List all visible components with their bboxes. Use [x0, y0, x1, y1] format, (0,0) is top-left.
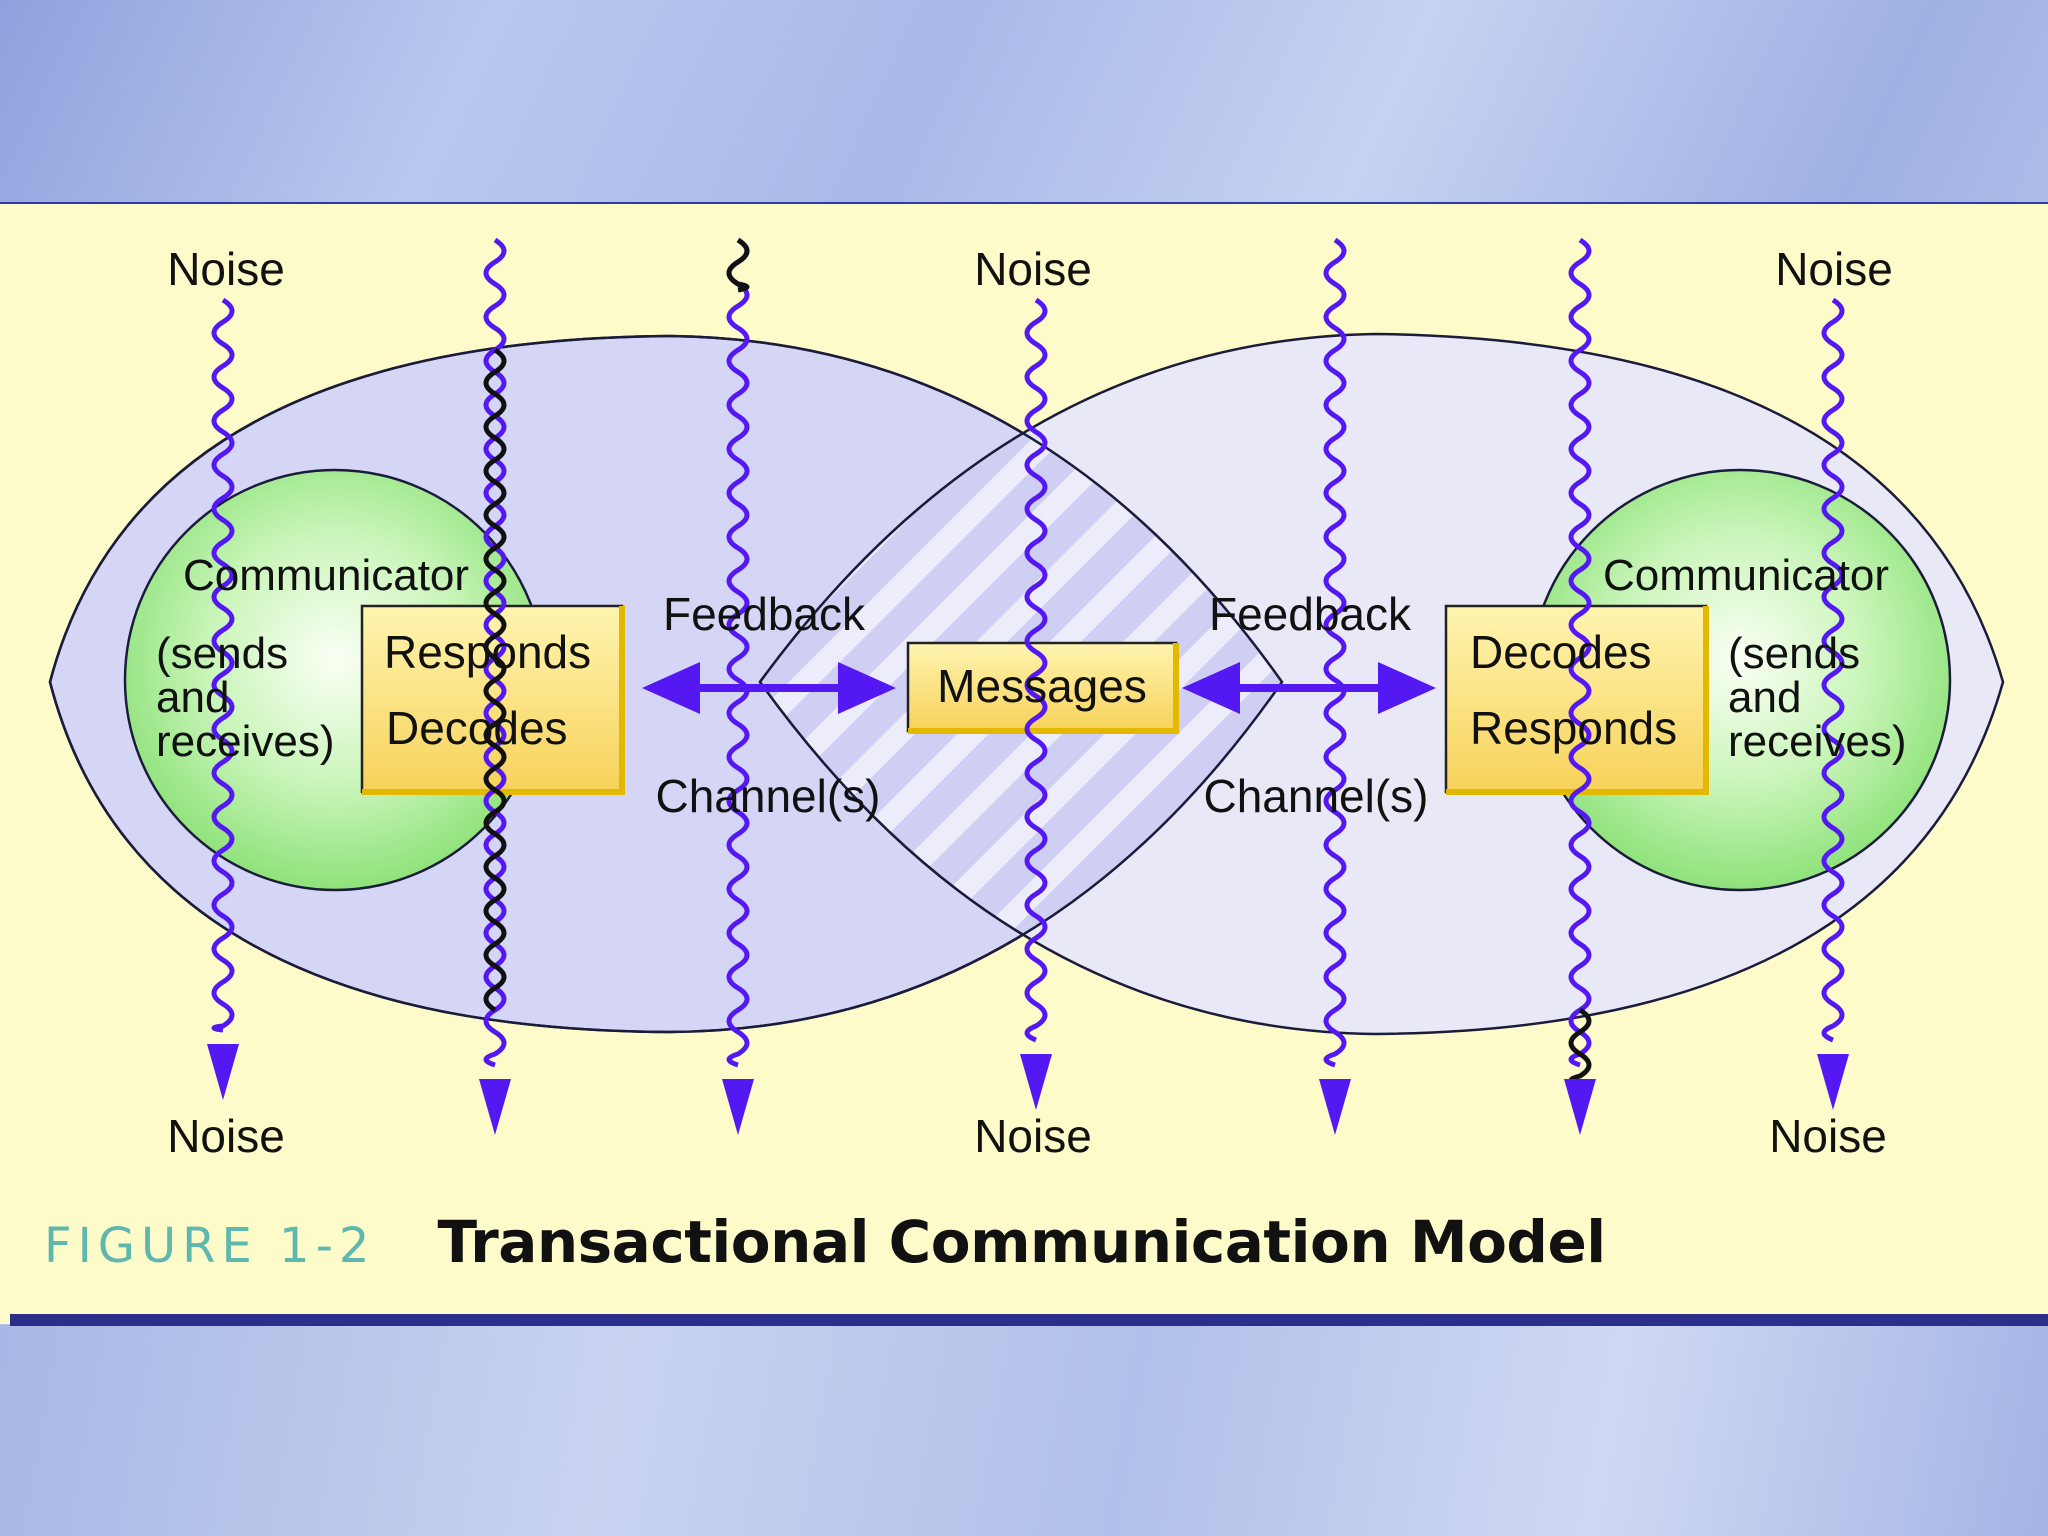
- noise-wave-5: [1323, 237, 1347, 1068]
- noise-arrowhead-3: [722, 1079, 754, 1135]
- right-communicator-title: Communicator: [1603, 551, 1889, 600]
- noise-wave-6-dark-segment-1: [1568, 1007, 1592, 1088]
- noise-wave-2-dark-segment-1: [483, 347, 507, 1013]
- noise-label-bottom-center: Noise: [974, 1110, 1092, 1162]
- noise-label-bottom-left: Noise: [167, 1110, 285, 1162]
- noise-arrowhead-6: [1564, 1079, 1596, 1135]
- right-communicator-desc-2: and: [1728, 673, 1801, 722]
- figure-number: FIGURE 1-2: [44, 1218, 376, 1274]
- right-channel-arrow: [1182, 662, 1436, 714]
- figure-title: Transactional Communication Model: [437, 1208, 1606, 1276]
- messages-label: Messages: [937, 660, 1147, 712]
- feedback-label-right: Feedback: [1209, 588, 1412, 640]
- background-lower: [0, 1325, 2048, 1536]
- figure-caption: FIGURE 1-2 Transactional Communication M…: [44, 1208, 1606, 1288]
- left-communicator-desc-2: and: [156, 673, 229, 722]
- left-communicator-title: Communicator: [183, 551, 469, 600]
- noise-wave-7: [1821, 297, 1845, 1043]
- panel-bottom-rule: [10, 1314, 2048, 1326]
- noise-label-top-center: Noise: [974, 243, 1092, 295]
- noise-lines: [207, 237, 1849, 1135]
- left-communicator-desc-3: receives): [156, 717, 335, 766]
- noise-wave-1: [211, 297, 235, 1033]
- noise-wave-4: [1024, 297, 1048, 1043]
- noise-label-top-right: Noise: [1775, 243, 1893, 295]
- noise-wave-6: [1568, 237, 1592, 1068]
- right-action-responds: Responds: [1470, 702, 1677, 754]
- right-communicator-desc-3: receives): [1728, 717, 1907, 766]
- noise-label-top-left: Noise: [167, 243, 285, 295]
- noise-wave-3: [726, 237, 750, 1068]
- noise-wave-3-dark-segment-1: [726, 237, 750, 293]
- right-action-box: [1444, 604, 1709, 795]
- noise-arrowhead-4: [1020, 1054, 1052, 1110]
- left-action-decodes: Decodes: [386, 702, 568, 754]
- right-communicator-desc-1: (sends: [1728, 629, 1860, 678]
- noise-arrowhead-7: [1817, 1054, 1849, 1110]
- noise-label-bottom-right: Noise: [1769, 1110, 1887, 1162]
- left-action-responds: Responds: [384, 626, 591, 678]
- noise-arrowhead-1: [207, 1044, 239, 1100]
- channels-label-right: Channel(s): [1204, 770, 1429, 822]
- noise-arrowhead-2: [479, 1079, 511, 1135]
- left-communicator-desc-1: (sends: [156, 629, 288, 678]
- channels-label-left: Channel(s): [656, 770, 881, 822]
- noise-arrowhead-5: [1319, 1079, 1351, 1135]
- left-channel-arrow: [642, 662, 896, 714]
- right-action-decodes: Decodes: [1470, 626, 1652, 678]
- feedback-label-left: Feedback: [663, 588, 866, 640]
